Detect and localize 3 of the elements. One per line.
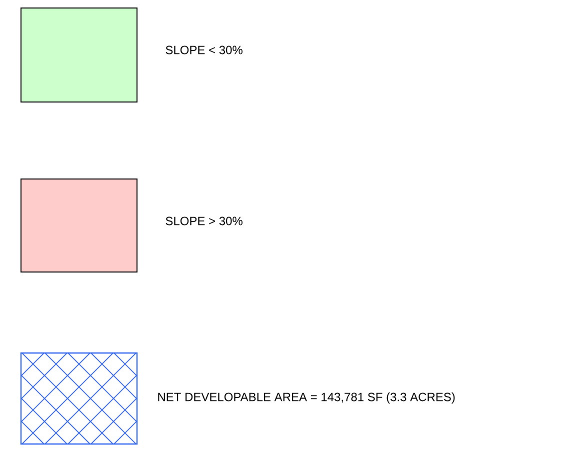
legend-label: SLOPE < 30% bbox=[166, 46, 242, 54]
legend-label: SLOPE > 30% bbox=[166, 216, 242, 226]
legend-label: NET DEVELOPABLE AREA = 143,781 SF (3.3 ACRES) bbox=[158, 392, 455, 404]
